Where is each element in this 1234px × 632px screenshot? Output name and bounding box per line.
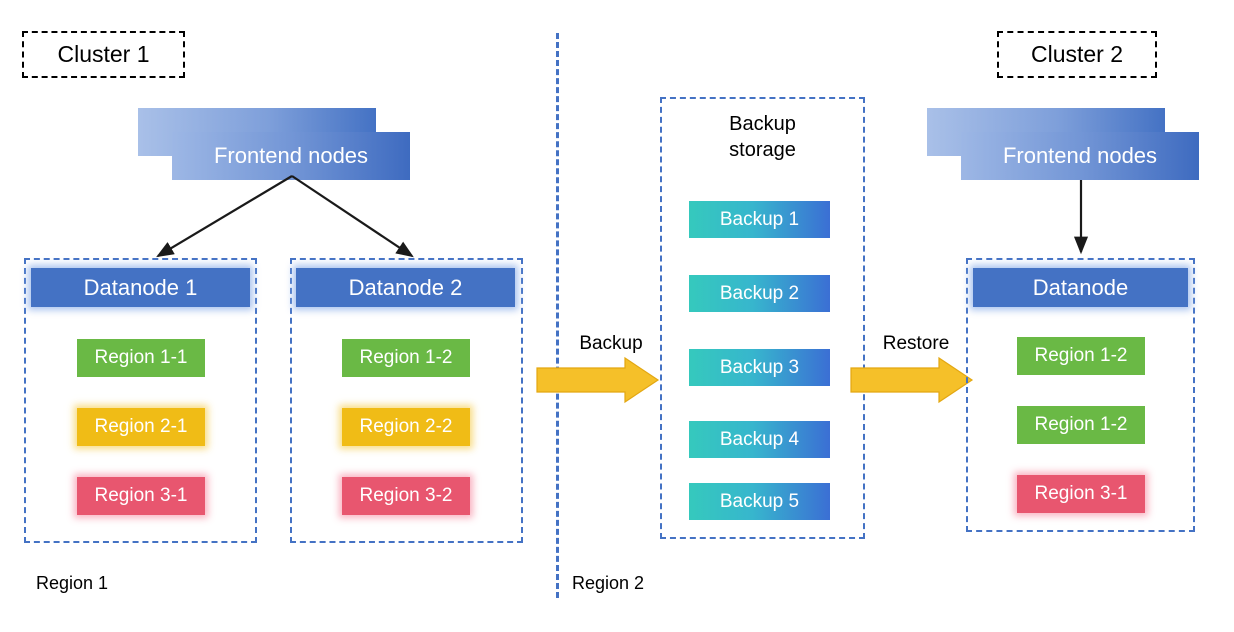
datanode2-region-0[interactable]: Region 1-2 — [342, 339, 470, 377]
cluster2-datanode-title: Datanode — [1032, 274, 1129, 300]
arrow-frontend-to-datanode2 — [291, 175, 414, 258]
datanode1-region-2[interactable]: Region 3-1 — [77, 477, 205, 515]
backup-storage-container — [660, 97, 865, 539]
cluster1-label-box: Cluster 1 — [22, 31, 185, 78]
cluster2-datanode-region-2[interactable]: Region 3-1 — [1017, 475, 1145, 513]
arrow-frontend-to-datanode1 — [156, 175, 293, 258]
datanode1-title: Datanode 1 — [83, 274, 198, 300]
backup-item-4[interactable]: Backup 5 — [689, 483, 830, 520]
datanode2-region-2[interactable]: Region 3-2 — [342, 477, 470, 515]
datanode2-region-1-label: Region 2-2 — [359, 416, 453, 437]
cluster1-frontend-label: Frontend nodes — [213, 143, 369, 168]
region2-footer-label: Region 2 — [572, 573, 645, 593]
datanode1-region-0[interactable]: Region 1-1 — [77, 339, 205, 377]
restore-block-arrow — [850, 356, 974, 404]
cluster2-frontend-nodes[interactable]: Frontend nodes — [927, 108, 1199, 180]
cluster2-datanode-region-2-label: Region 3-1 — [1034, 483, 1128, 504]
backup-item-1[interactable]: Backup 2 — [689, 275, 830, 312]
datanode2-title: Datanode 2 — [348, 274, 463, 300]
backup-item-2[interactable]: Backup 3 — [689, 349, 830, 386]
backup-storage-title: Backup storage — [729, 113, 796, 161]
cluster2-datanode-region-1-label: Region 1-2 — [1034, 414, 1128, 435]
datanode2-region-1[interactable]: Region 2-2 — [342, 408, 470, 446]
datanode1-region-0-label: Region 1-1 — [94, 347, 188, 368]
cluster2-frontend-front-card: Frontend nodes — [961, 132, 1199, 180]
datanode1-region-1[interactable]: Region 2-1 — [77, 408, 205, 446]
cluster2-frontend-to-datanode-arrow — [1073, 180, 1089, 255]
cluster1-frontend-front-card: Frontend nodes — [172, 132, 410, 180]
cluster2-datanode-region-0[interactable]: Region 1-2 — [1017, 337, 1145, 375]
backup-item-3-label: Backup 4 — [719, 428, 800, 450]
cluster2-datanode-region-1[interactable]: Region 1-2 — [1017, 406, 1145, 444]
backup-item-3[interactable]: Backup 4 — [689, 421, 830, 458]
backup-item-1-label: Backup 2 — [719, 282, 800, 304]
backup-item-4-label: Backup 5 — [719, 490, 800, 512]
cluster2-datanode-region-0-label: Region 1-2 — [1034, 345, 1128, 366]
cluster2-label-text: Cluster 2 — [1030, 41, 1124, 67]
cluster1-fanout-arrows — [156, 175, 414, 258]
datanode2-container — [290, 258, 523, 543]
backup-item-0-label: Backup 1 — [719, 208, 800, 230]
cluster2-frontend-label: Frontend nodes — [1002, 143, 1158, 168]
datanode2-header[interactable]: Datanode 2 — [296, 268, 515, 307]
region-divider — [556, 33, 559, 598]
restore-arrow-label: Restore — [882, 333, 950, 354]
backup-block-arrow — [536, 356, 660, 404]
cluster2-datanode-header[interactable]: Datanode — [973, 268, 1188, 307]
backup-item-0[interactable]: Backup 1 — [689, 201, 830, 238]
datanode2-region-2-label: Region 3-2 — [359, 485, 453, 506]
cluster2-datanode-container — [966, 258, 1195, 532]
datanode1-header[interactable]: Datanode 1 — [31, 268, 250, 307]
region1-footer-label: Region 1 — [36, 573, 109, 593]
datanode1-region-1-label: Region 2-1 — [94, 416, 188, 437]
backup-arrow-label: Backup — [579, 333, 643, 354]
backup-item-2-label: Backup 3 — [719, 356, 800, 378]
datanode1-container — [24, 258, 257, 543]
datanode2-region-0-label: Region 1-2 — [359, 347, 453, 368]
datanode1-region-2-label: Region 3-1 — [94, 485, 188, 506]
cluster1-frontend-nodes[interactable]: Frontend nodes — [138, 108, 410, 180]
cluster2-label-box: Cluster 2 — [997, 31, 1157, 78]
cluster1-label-text: Cluster 1 — [57, 41, 150, 67]
